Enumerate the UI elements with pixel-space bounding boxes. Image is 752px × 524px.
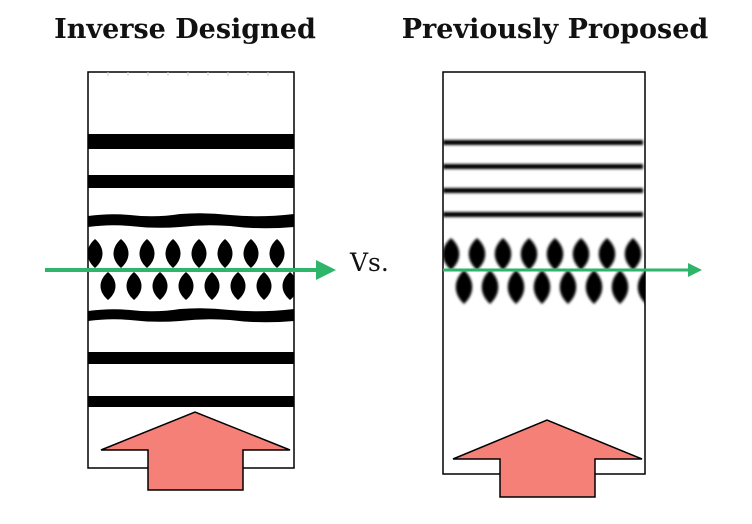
grating-lobe-upper [443,238,460,270]
grating-lobe-lower [282,272,294,300]
grating-lobe-upper [624,238,642,270]
grating-lobe-lower [230,272,246,300]
left-lobe-row [88,239,311,300]
right-bar-4 [443,212,643,217]
grating-lobe-upper [572,238,590,270]
previously-proposed-panel [442,71,646,475]
left-wavy-bar-bottom [88,308,294,323]
grating-lobe-lower [481,270,499,304]
grating-lobe-upper [165,239,181,268]
vs-label: Vs. [350,248,389,277]
inverse-designed-title: Inverse Designed [54,14,316,45]
grating-lobe-lower [585,270,603,304]
grating-lobe-lower [152,272,168,300]
right-bar-1 [443,140,643,145]
previously-proposed-title: Previously Proposed [401,14,709,45]
grating-lobe-lower [455,270,473,304]
grating-lobe-upper [520,238,538,270]
previously-proposed-structure [443,140,645,304]
grating-lobe-upper [269,239,285,268]
grating-lobe-upper [546,238,564,270]
grating-lobe-lower [178,272,194,300]
grating-lobe-lower [100,272,116,300]
left-input-arrow-icon [100,411,291,491]
grating-lobe-upper [296,239,311,268]
grating-lobe-lower [559,270,577,304]
grating-lobe-lower [507,270,525,304]
left-beam-arrow [45,260,336,280]
right-beam-arrowhead-icon [688,263,702,277]
left-bar-4 [88,396,294,407]
grating-lobe-upper [88,239,103,268]
left-bar-2 [88,175,294,188]
grating-lobe-upper [217,239,233,268]
grating-lobe-upper [139,239,155,268]
left-bar-3 [88,352,294,364]
right-bar-2 [443,164,643,169]
left-panel-ticks [107,72,269,76]
grating-lobe-upper [494,238,512,270]
grating-lobe-lower [126,272,142,300]
grating-lobe-lower [533,270,551,304]
grating-lobe-lower [611,270,629,304]
grating-lobe-upper [113,239,129,268]
left-bar-1 [88,134,294,149]
right-lobe-row [443,238,645,304]
left-beam-arrowhead-icon [316,260,336,280]
grating-lobe-lower [637,271,645,303]
right-beam-arrow [443,263,702,277]
grating-lobe-upper [243,239,259,268]
grating-lobe-lower [204,272,220,300]
grating-lobe-lower [256,272,272,300]
left-wavy-bar-top [88,213,294,229]
grating-lobe-upper [191,239,207,268]
inverse-designed-structure [88,134,311,407]
right-input-arrow-icon [452,419,643,498]
right-bar-3 [443,188,643,193]
grating-lobe-upper [598,238,616,270]
grating-lobe-upper [468,238,486,270]
